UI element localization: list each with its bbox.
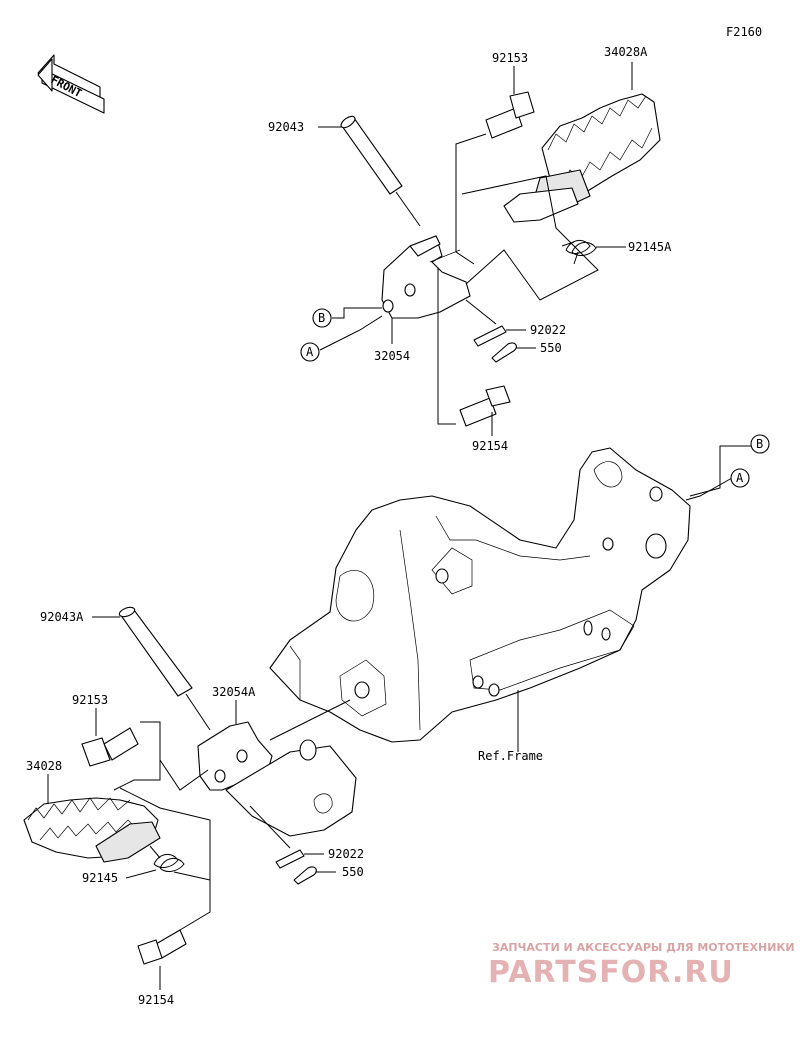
bolt-92154-top xyxy=(459,385,511,427)
figure-code: F2160 xyxy=(726,25,762,39)
ref-A-right-label: A xyxy=(736,471,744,485)
callout-92022-top: 92022 xyxy=(530,323,566,337)
bottom-assembly: 92043A 32054A 34028 xyxy=(23,606,364,1007)
washer-550-top xyxy=(491,342,517,363)
callout-92153-top: 92153 xyxy=(492,51,528,65)
ref-B-leader-right xyxy=(689,445,752,497)
ref-A-leader-right xyxy=(685,477,733,501)
callout-92043: 92043 xyxy=(268,120,304,134)
callout-32054: 32054 xyxy=(374,349,410,363)
guide-lines-bottom-a xyxy=(113,721,161,791)
bracket-32054A xyxy=(197,721,273,791)
cotter-pin-92022-top xyxy=(473,325,507,347)
ref-B-left-label: B xyxy=(318,311,325,325)
callout-92022-bottom: 92022 xyxy=(328,847,364,861)
leader-bolt-92154-top xyxy=(437,268,456,425)
watermark-brand: PARTSFOR.RU xyxy=(488,955,734,990)
leader-bolt-line-top xyxy=(455,133,487,265)
bolt-92153-bottom xyxy=(81,727,139,767)
callout-550-top: 550 xyxy=(540,341,562,355)
spring-92145 xyxy=(149,845,185,872)
ref-B-right-label: B xyxy=(756,437,763,451)
callout-34028: 34028 xyxy=(26,759,62,773)
guide-lines-top xyxy=(461,175,599,301)
watermark-tagline: ЗАПЧАСТИ И АКСЕССУАРЫ ДЛЯ МОТОТЕХНИКИ xyxy=(492,941,795,954)
guide-lines-bottom-c xyxy=(119,787,211,881)
callout-550-bottom: 550 xyxy=(342,865,364,879)
pin-92043A xyxy=(118,606,211,731)
ref-A-right xyxy=(730,468,750,488)
ref-A-leader-left xyxy=(319,315,383,351)
ref-A-left-label: A xyxy=(306,345,314,359)
callout-32054A: 32054A xyxy=(212,685,256,699)
leader-bolt-92154-bottom xyxy=(169,880,211,937)
leader-92145 xyxy=(125,869,157,879)
bolt-92153-top xyxy=(485,91,535,139)
pin-92043 xyxy=(340,115,421,227)
ref-B-left xyxy=(312,308,332,328)
washer-550-bottom xyxy=(293,866,317,885)
callout-34028A: 34028A xyxy=(604,45,648,59)
callout-92154-top: 92154 xyxy=(472,439,508,453)
mount-plate xyxy=(225,699,357,837)
ref-B-leader-left xyxy=(332,307,382,319)
footpeg-34028 xyxy=(23,797,161,863)
spring-92145A xyxy=(561,240,597,265)
guide-lines-bottom-b xyxy=(159,759,209,791)
callout-92145: 92145 xyxy=(82,871,118,885)
top-assembly: 92043 32054 34028A 92153 xyxy=(268,45,672,453)
callout-92154-bottom: 92154 xyxy=(138,993,174,1007)
callout-92145A: 92145A xyxy=(628,240,672,254)
front-arrow-icon xyxy=(37,54,105,114)
ref-frame-label: Ref.Frame xyxy=(478,749,543,763)
ref-A-left xyxy=(300,342,320,362)
callout-92043A: 92043A xyxy=(40,610,84,624)
bracket-32054 xyxy=(381,235,471,319)
watermark-logo: ЗАПЧАСТИ И АКСЕССУАРЫ ДЛЯ МОТОТЕХНИКИ PA… xyxy=(488,941,795,990)
bolt-92154-bottom xyxy=(137,929,187,965)
frame xyxy=(269,447,691,752)
cotter-pin-92022-bottom xyxy=(275,849,305,869)
callout-92153-bottom: 92153 xyxy=(72,693,108,707)
ref-B-right xyxy=(750,434,770,454)
